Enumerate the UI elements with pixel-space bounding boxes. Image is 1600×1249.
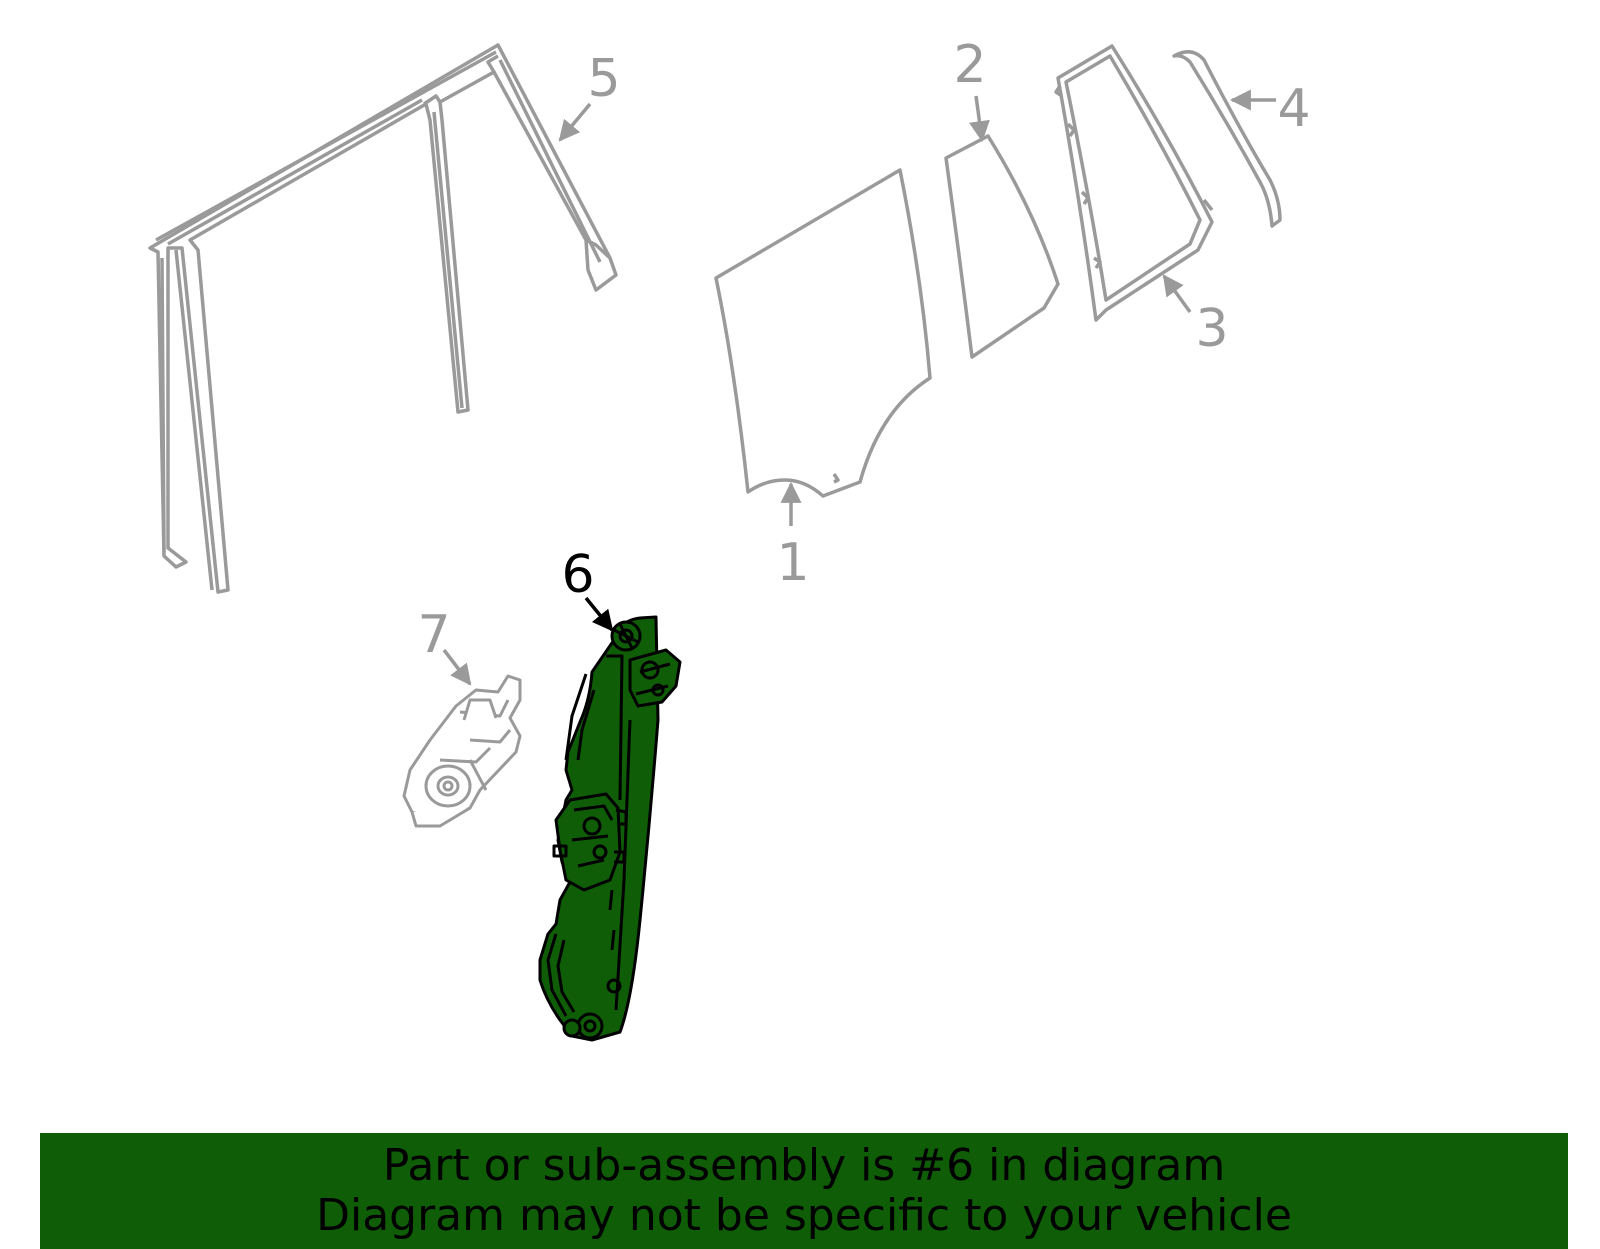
callout-7: 7 (417, 605, 450, 665)
part-3-glass-seal (1054, 44, 1214, 322)
banner-line-disclaimer: Diagram may not be specific to your vehi… (316, 1190, 1292, 1241)
part-6-window-regulator (538, 615, 682, 1042)
callout-5: 5 (587, 49, 620, 109)
leader-2 (969, 95, 990, 143)
callout-labels: 1 2 3 4 5 6 7 (417, 35, 1310, 665)
callout-2: 2 (953, 35, 986, 95)
part-2-quarter-glass (944, 134, 1060, 359)
callout-leaders (442, 89, 1276, 686)
callout-4: 4 (1277, 79, 1310, 139)
callout-3: 3 (1195, 299, 1228, 359)
leader-6 (584, 596, 614, 632)
part-1-door-glass (714, 168, 932, 498)
part-5-window-frame (148, 43, 618, 594)
part-7-regulator-motor (402, 674, 522, 828)
leader-3 (1162, 274, 1192, 314)
banner-line-part: Part or sub-assembly is #6 in diagram (382, 1140, 1226, 1191)
callout-6: 6 (561, 545, 594, 605)
callout-1: 1 (776, 533, 809, 593)
leader-5 (558, 102, 592, 142)
leader-7 (442, 648, 472, 686)
part-4-molding (1172, 50, 1282, 228)
info-banner: Part or sub-assembly is #6 in diagram Di… (40, 1133, 1568, 1249)
